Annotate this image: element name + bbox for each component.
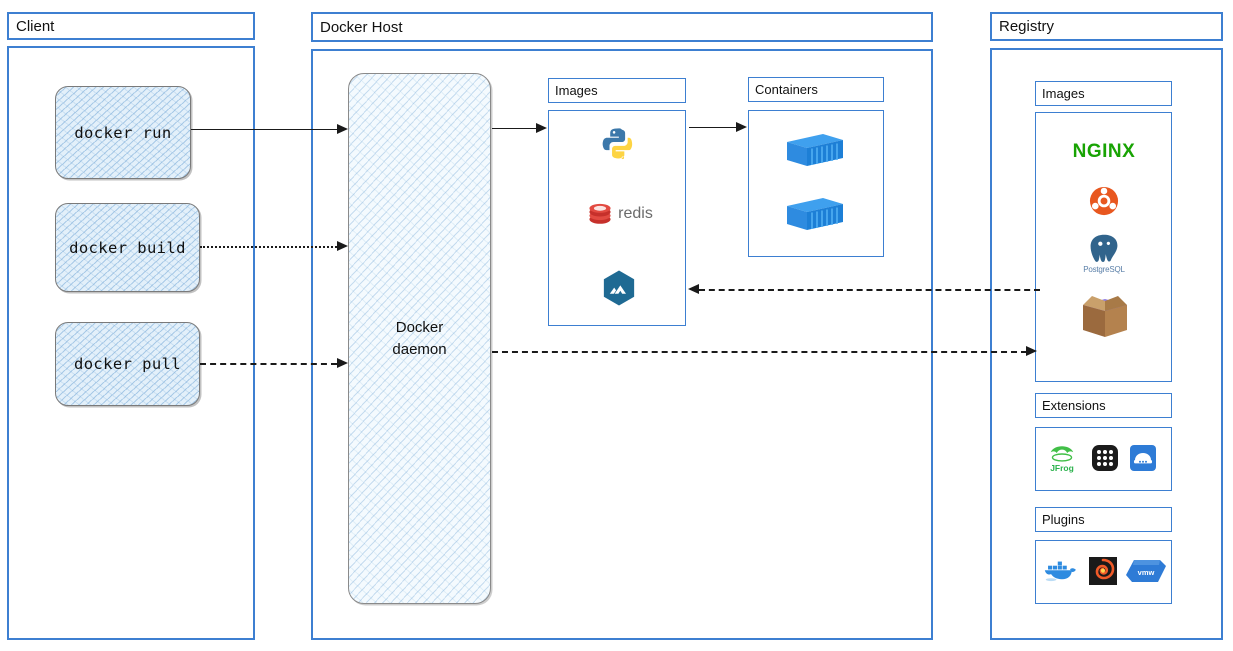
docker-whale-icon <box>1042 556 1080 588</box>
host-containers-body <box>748 110 884 257</box>
registry-plugins-header: Plugins <box>1035 507 1172 532</box>
app-grid-icon <box>1091 444 1119 472</box>
command-label: docker pull <box>73 355 182 373</box>
jfrog-label: JFrog <box>1050 463 1074 473</box>
host-images-title: Images <box>555 83 598 98</box>
python-logo-icon <box>598 124 640 166</box>
command-label: docker build <box>69 238 186 257</box>
host-containers-header: Containers <box>748 77 884 102</box>
docker-host-panel-title: Docker Host <box>320 18 403 36</box>
nginx-logo-icon: NGINX <box>1058 138 1150 166</box>
connector-pull-to-daemon <box>200 363 337 365</box>
registry-panel-header: Registry <box>990 12 1223 41</box>
host-images-header: Images <box>548 78 686 103</box>
daemon-title-line2: daemon <box>392 340 447 358</box>
svg-text:vmw: vmw <box>1138 568 1155 577</box>
docker-host-panel-header: Docker Host <box>311 12 933 42</box>
connector-registry-to-images <box>699 289 1040 291</box>
arrowhead-daemon-to-images <box>536 123 547 133</box>
arrowhead-build-to-daemon <box>337 241 348 251</box>
alpine-logo-icon <box>597 266 641 310</box>
host-containers-title: Containers <box>755 82 818 97</box>
registry-images-title: Images <box>1042 86 1085 101</box>
ubuntu-logo-icon <box>1088 185 1120 217</box>
connector-daemon-to-images <box>492 128 537 129</box>
registry-plugins-title: Plugins <box>1042 512 1085 527</box>
arrowhead-pull-to-daemon <box>337 358 348 368</box>
redis-label: redis <box>618 205 653 222</box>
jfrog-logo-icon: JFrog <box>1045 443 1079 475</box>
postgresql-logo-icon: PostgreSQL <box>1073 229 1135 277</box>
registry-extensions-header: Extensions <box>1035 393 1172 418</box>
arrowhead-daemon-to-registry <box>1026 346 1037 356</box>
grafana-logo-icon <box>1088 556 1118 586</box>
connector-build-to-daemon <box>200 246 337 248</box>
command-label: docker run <box>74 123 172 142</box>
connector-images-to-containers <box>689 127 737 128</box>
command-card-docker-pull[interactable]: docker pull <box>55 322 200 406</box>
redis-logo-icon: redis <box>585 198 655 230</box>
registry-panel-title: Registry <box>999 18 1055 35</box>
arrowhead-registry-to-images <box>688 284 699 294</box>
container-box-icon <box>782 191 848 237</box>
connector-run-to-daemon <box>191 129 337 130</box>
registry-extensions-title: Extensions <box>1042 398 1106 413</box>
portainer-logo-icon <box>1129 444 1157 472</box>
nginx-label: NGINX <box>1072 141 1136 162</box>
container-box-icon <box>782 127 848 173</box>
daemon-title-line1: Docker <box>395 318 444 336</box>
client-panel-header: Client <box>7 12 255 40</box>
arrowhead-run-to-daemon <box>337 124 348 134</box>
docker-daemon-box[interactable]: Docker daemon <box>348 73 491 604</box>
postgresql-label: PostgreSQL <box>1083 264 1125 274</box>
vmware-logo-icon: vmw <box>1125 555 1167 587</box>
command-card-docker-build[interactable]: docker build <box>55 203 200 292</box>
client-panel-title: Client <box>16 17 55 35</box>
registry-images-header: Images <box>1035 81 1172 106</box>
command-card-docker-run[interactable]: docker run <box>55 86 191 179</box>
package-box-icon <box>1073 290 1137 344</box>
arrowhead-images-to-containers <box>736 122 747 132</box>
connector-daemon-to-registry <box>492 351 1027 353</box>
